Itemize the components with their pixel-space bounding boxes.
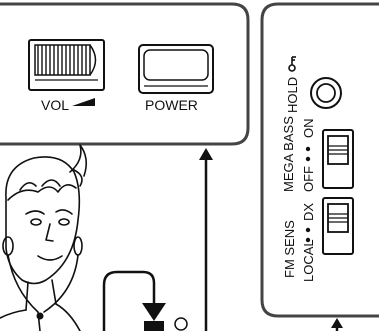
- callout-line-side: [331, 318, 343, 331]
- jack-port: [174, 317, 188, 331]
- volume-wheel[interactable]: [28, 39, 105, 91]
- volume-label: VOL: [41, 97, 69, 113]
- mega-bass-off-dot: [305, 156, 311, 162]
- mega-bass-on-dot: [305, 146, 311, 152]
- fm-sens-dx-dot: [305, 227, 311, 233]
- fm-sens-dx-label: DX: [301, 203, 316, 221]
- person-illustration: [0, 144, 88, 331]
- mega-bass-label: MEGA BASS: [281, 116, 296, 192]
- side-control-panel: [260, 2, 379, 318]
- insert-arrow: [102, 270, 156, 331]
- hold-switch[interactable]: [310, 77, 342, 109]
- hold-label: HOLD: [285, 77, 300, 113]
- mega-bass-on-label: ON: [301, 119, 316, 139]
- fm-sens-label: FM SENS: [282, 220, 297, 278]
- volume-ramp-icon: [72, 98, 95, 106]
- cord-splitter: [36, 312, 44, 320]
- fm-sens-local-label: LOCAL: [301, 239, 316, 282]
- mega-bass-off-label: OFF: [301, 166, 316, 192]
- fm-sens-local-dot: [305, 237, 311, 243]
- insert-arrowhead: [142, 303, 166, 321]
- insert-slot: [144, 321, 164, 331]
- fm-sens-switch[interactable]: [322, 197, 354, 255]
- mega-bass-switch[interactable]: [322, 129, 354, 189]
- power-button[interactable]: [138, 44, 214, 94]
- callout-line-top: [199, 148, 213, 331]
- key-icon: [288, 56, 296, 72]
- power-label: POWER: [145, 97, 198, 113]
